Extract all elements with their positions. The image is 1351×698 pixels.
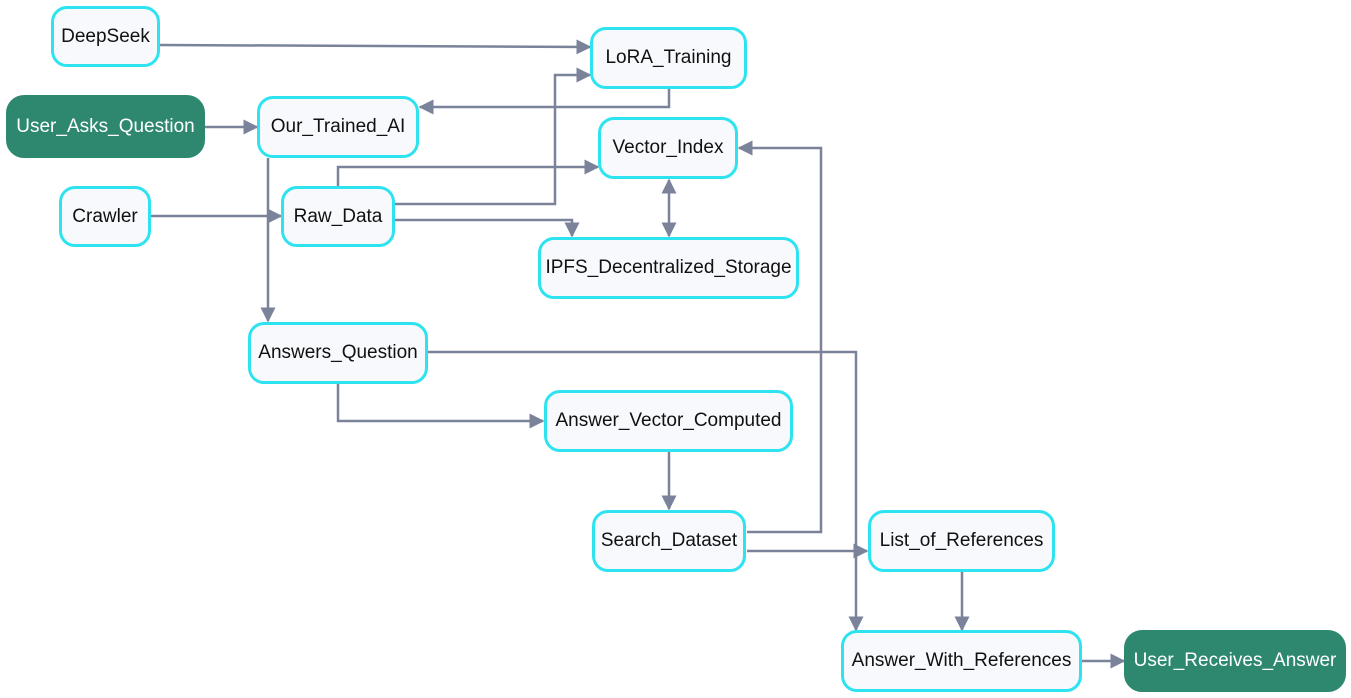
edge-raw-data-vector-index xyxy=(336,159,600,186)
node-answers-question[interactable]: Answers_Question xyxy=(248,322,428,384)
edge-lora-trained-ai xyxy=(418,89,671,115)
edge-answers-question-answer-with-references xyxy=(428,350,864,632)
node-our-trained-ai[interactable]: Our_Trained_AI xyxy=(257,96,419,158)
node-raw-data[interactable]: Raw_Data xyxy=(281,186,395,247)
node-deepseek[interactable]: DeepSeek xyxy=(51,6,160,67)
node-vector-index[interactable]: Vector_Index xyxy=(598,117,738,179)
node-answer-vector-computed[interactable]: Answer_Vector_Computed xyxy=(544,390,793,452)
node-crawler[interactable]: Crawler xyxy=(59,186,151,247)
node-user-asks-question[interactable]: User_Asks_Question xyxy=(6,95,205,158)
node-ipfs-decentralized-storage[interactable]: IPFS_Decentralized_Storage xyxy=(538,237,799,299)
edge-vector-index-search xyxy=(737,140,823,534)
node-list-of-references[interactable]: List_of_References xyxy=(868,510,1055,572)
edge-answers-question-answer-vector xyxy=(336,384,545,429)
node-answer-with-references[interactable]: Answer_With_References xyxy=(841,630,1082,692)
edge-raw-data-lora xyxy=(395,67,592,206)
edge-raw-data-ipfs xyxy=(395,218,580,238)
edge-deepseek-lora xyxy=(159,39,592,55)
node-search-dataset[interactable]: Search_Dataset xyxy=(592,510,746,572)
node-lora-training[interactable]: LoRA_Training xyxy=(590,27,747,89)
node-user-receives-answer[interactable]: User_Receives_Answer xyxy=(1124,630,1346,692)
